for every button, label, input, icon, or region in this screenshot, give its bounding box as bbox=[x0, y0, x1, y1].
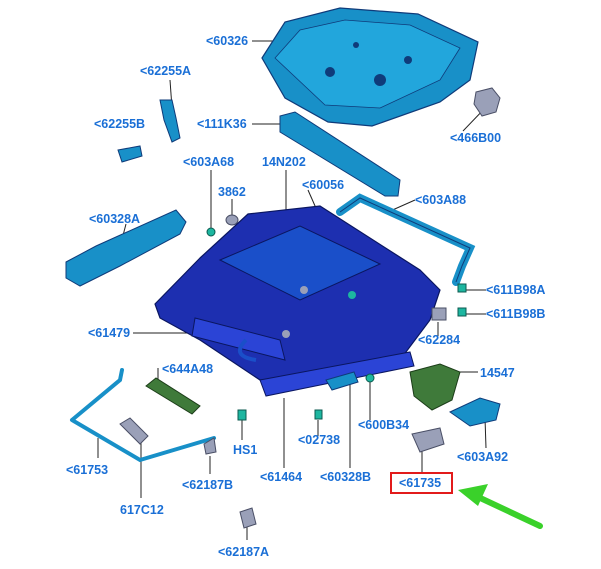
nut-3862 bbox=[225, 214, 239, 226]
label-14n202: 14N202 bbox=[262, 155, 306, 169]
label-611b98b: <611B98B bbox=[486, 307, 546, 321]
bracket-62255a bbox=[159, 99, 181, 143]
clip-611b98a bbox=[457, 283, 467, 293]
part-62187a bbox=[239, 507, 257, 529]
motor-14547 bbox=[409, 363, 461, 411]
label-62284: <62284 bbox=[418, 333, 461, 347]
clip-611b98b bbox=[457, 307, 467, 317]
bracket-60328a bbox=[65, 209, 187, 287]
part-644a48 bbox=[145, 377, 201, 415]
label-62187a: <62187A bbox=[218, 545, 270, 559]
green-arrow-icon bbox=[458, 484, 543, 529]
bracket-466b00 bbox=[473, 87, 501, 117]
label-600b34: <600B34 bbox=[358, 418, 410, 432]
fastener-600b34 bbox=[365, 373, 375, 383]
bracket-62255b bbox=[117, 145, 143, 163]
label-61753: <61753 bbox=[66, 463, 109, 477]
label-62255a: <62255A bbox=[140, 64, 192, 78]
label-644a48: <644A48 bbox=[162, 362, 214, 376]
seat-pan-part bbox=[261, 7, 479, 127]
label-61464: <61464 bbox=[260, 470, 303, 484]
label-60056: <60056 bbox=[302, 178, 345, 192]
highlight-box bbox=[390, 472, 453, 494]
fastener-603a68 bbox=[206, 227, 216, 237]
label-466b00: <466B00 bbox=[450, 131, 502, 145]
part-617c12 bbox=[119, 417, 149, 445]
label-60328a: <60328A bbox=[89, 212, 141, 226]
main-frame-part bbox=[154, 205, 441, 397]
label-617c12: 617C12 bbox=[120, 503, 164, 517]
label-62255b: <62255B bbox=[94, 117, 146, 131]
label-14547: 14547 bbox=[480, 366, 515, 380]
fastener-02738 bbox=[314, 409, 323, 420]
label-60326: <60326 bbox=[206, 34, 249, 48]
label-hs1: HS1 bbox=[233, 443, 258, 457]
label-603a68: <603A68 bbox=[183, 155, 235, 169]
wire-61753 bbox=[70, 368, 216, 463]
part-61735 bbox=[411, 427, 445, 453]
rail-111k36 bbox=[279, 111, 401, 197]
label-603a92: <603A92 bbox=[457, 450, 509, 464]
label-603a88: <603A88 bbox=[415, 193, 467, 207]
label-62187b: <62187B bbox=[182, 478, 234, 492]
part-62284 bbox=[431, 307, 447, 321]
bolt-hs1 bbox=[237, 409, 247, 421]
label-611b98a: <611B98A bbox=[486, 283, 546, 297]
tube-603a88 bbox=[336, 193, 476, 286]
bracket-60328b bbox=[325, 371, 359, 391]
clip-62187b bbox=[203, 437, 217, 455]
label-02738: <02738 bbox=[298, 433, 341, 447]
label-60328b: <60328B bbox=[320, 470, 372, 484]
label-111k36: <111K36 bbox=[197, 117, 247, 131]
label-61735: <61735 bbox=[399, 476, 442, 490]
part-603a92 bbox=[449, 397, 501, 427]
label-3862: 3862 bbox=[218, 185, 246, 199]
label-61479: <61479 bbox=[88, 326, 131, 340]
